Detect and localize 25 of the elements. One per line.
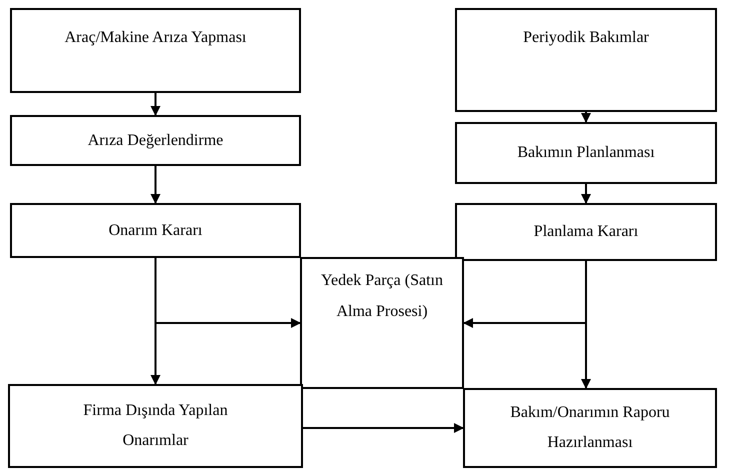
arrow <box>150 166 160 204</box>
box-label: Bakım/Onarımın Raporu Hazırlanması <box>509 403 671 453</box>
process-box <box>10 8 301 93</box>
arrow <box>154 258 301 328</box>
arrow <box>150 93 160 116</box>
arrow <box>581 112 591 123</box>
box-label: Planlama Kararı <box>534 222 638 242</box>
arrow <box>463 261 587 328</box>
box-label: Yedek Parça (Satın Alma Prosesi) <box>320 271 444 322</box>
box-label: Periyodik Bakımlar <box>523 28 649 48</box>
arrow <box>581 184 591 204</box>
box-label: Onarım Kararı <box>108 220 202 240</box>
process-box <box>463 388 717 468</box>
process-box <box>10 115 301 166</box>
box-label: Araç/Makine Arıza Yapması <box>64 28 246 48</box>
process-box <box>300 257 464 389</box>
box-label: Arıza Değerlendirme <box>88 130 224 150</box>
process-box <box>455 8 717 112</box>
process-box <box>455 122 717 184</box>
box-label: Bakımın Planlanması <box>517 143 655 163</box>
box-label: Firma Dışında Yapılan Onarımlar <box>82 401 229 451</box>
process-box <box>8 384 303 468</box>
arrow <box>303 423 464 433</box>
process-box <box>455 203 717 261</box>
process-box <box>10 203 301 258</box>
